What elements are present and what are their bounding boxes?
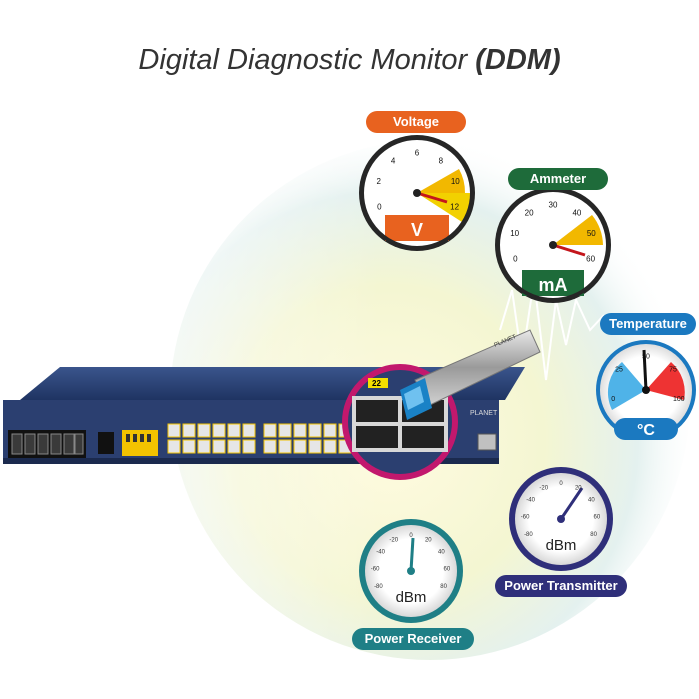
rj45-port xyxy=(293,423,307,438)
rj45-port xyxy=(197,423,211,438)
power-receiver-gauge: dBm xyxy=(359,519,463,623)
rj45-port xyxy=(212,423,226,438)
ammeter-unit: mA xyxy=(538,275,567,295)
power-transmitter-tick-label: -20 xyxy=(539,485,548,491)
power-transmitter-label: Power Transmitter xyxy=(495,575,627,597)
temperature-label: Temperature xyxy=(600,313,696,335)
voltage-needle xyxy=(416,191,448,204)
power-transmitter-needle xyxy=(559,487,584,520)
power-receiver-label: Power Receiver xyxy=(352,628,474,650)
rj45-port xyxy=(212,439,226,454)
switch-brand: PLANET xyxy=(470,410,498,417)
rj45-port xyxy=(182,439,196,454)
rj45-port xyxy=(242,423,256,438)
power-receiver-tick-label: 60 xyxy=(444,567,451,573)
temperature-unit: °C xyxy=(637,422,655,439)
rj45-port xyxy=(227,423,241,438)
power-terminal-block xyxy=(8,430,86,458)
ammeter-tick-label: 10 xyxy=(510,229,519,238)
power-transmitter-tick-label: -80 xyxy=(524,532,533,538)
rj45-port xyxy=(323,439,337,454)
rj45-port xyxy=(323,423,337,438)
rj45-port xyxy=(182,423,196,438)
voltage-tick-label: 0 xyxy=(377,202,382,211)
rj45-port xyxy=(263,439,277,454)
power-transmitter-tick-label: -40 xyxy=(526,498,535,504)
power-transmitter-tick-label: 0 xyxy=(559,481,563,487)
temperature-tick-label: 0 xyxy=(611,396,615,403)
power-transmitter-gauge: dBm xyxy=(509,467,613,571)
power-receiver-tick-label: 40 xyxy=(438,550,445,556)
rj45-port xyxy=(227,439,241,454)
signal-waveform xyxy=(499,279,605,381)
ammeter-tick-label: 60 xyxy=(586,254,595,263)
ammeter-tick-label: 50 xyxy=(587,229,596,238)
voltage-unit-box xyxy=(385,215,449,241)
power-receiver-tick-label: -20 xyxy=(389,537,398,543)
temperature-unit-box xyxy=(614,418,678,440)
rj45-port xyxy=(308,439,322,454)
power-receiver-tick-label: 80 xyxy=(440,584,447,590)
temperature-gauge: °C xyxy=(596,340,696,440)
sfp-port-number: 22 xyxy=(372,379,381,388)
rj45-port xyxy=(197,439,211,454)
voltage-tick-label: 8 xyxy=(439,157,444,166)
temperature-tick-label: 100 xyxy=(673,396,685,403)
ammeter-tick-label: 0 xyxy=(513,254,518,263)
temperature-tick-label: 75 xyxy=(669,367,677,374)
gauge-tick-labels: 0 2 4 6 8 10 12 0 10 20 30 40 50 60 0 25 50 75 100 -80 -60 -4… xyxy=(371,149,685,591)
ammeter-gauge: mA xyxy=(495,187,611,303)
ammeter-unit-box xyxy=(522,270,584,296)
voltage-tick-label: 12 xyxy=(450,202,459,211)
ammeter-needle xyxy=(552,243,586,257)
power-receiver-needle xyxy=(409,537,415,572)
power-transmitter-tick-label: 80 xyxy=(590,532,597,538)
ammeter-tick-label: 30 xyxy=(549,201,558,210)
ammeter-label: Ammeter xyxy=(508,168,608,190)
power-receiver-tick-label: -80 xyxy=(374,584,383,590)
rj45-port xyxy=(242,439,256,454)
voltage-tick-label: 10 xyxy=(451,177,460,186)
power-transmitter-tick-label: 20 xyxy=(575,485,582,491)
power-receiver-tick-label: -40 xyxy=(376,550,385,556)
rj45-port xyxy=(167,423,181,438)
rj45-port xyxy=(167,439,181,454)
voltage-gauge: V xyxy=(359,135,475,251)
power-receiver-tick-label: 0 xyxy=(409,533,413,539)
temperature-needle xyxy=(642,349,648,391)
power-transmitter-tick-label: 40 xyxy=(588,498,595,504)
rj45-port xyxy=(263,423,277,438)
console-port xyxy=(477,433,497,451)
voltage-tick-label: 6 xyxy=(415,149,420,158)
ammeter-tick-label: 20 xyxy=(525,209,534,218)
voltage-tick-label: 2 xyxy=(376,177,381,186)
power-receiver-tick-label: -60 xyxy=(371,567,380,573)
voltage-unit: V xyxy=(411,220,423,240)
power-jack xyxy=(98,432,114,454)
rj45-port xyxy=(293,439,307,454)
temperature-tick-label: 25 xyxy=(615,367,623,374)
power-transmitter-tick-label: 60 xyxy=(594,515,601,521)
page-title: Digital Diagnostic Monitor (DDM) xyxy=(138,44,561,76)
power-receiver-unit: dBm xyxy=(396,589,427,606)
voltage-label: Voltage xyxy=(366,111,466,133)
rj45-port xyxy=(278,439,292,454)
temperature-tick-label: 50 xyxy=(642,353,650,360)
voltage-tick-label: 4 xyxy=(391,157,396,166)
ammeter-tick-label: 40 xyxy=(572,209,581,218)
sfp-transceiver: PLANET xyxy=(400,329,541,420)
power-transmitter-tick-label: -60 xyxy=(521,515,530,521)
rj45-port xyxy=(278,423,292,438)
dip-switch xyxy=(122,430,158,456)
rj45-port xyxy=(308,423,322,438)
power-receiver-tick-label: 20 xyxy=(425,537,432,543)
power-transmitter-unit: dBm xyxy=(546,537,577,554)
